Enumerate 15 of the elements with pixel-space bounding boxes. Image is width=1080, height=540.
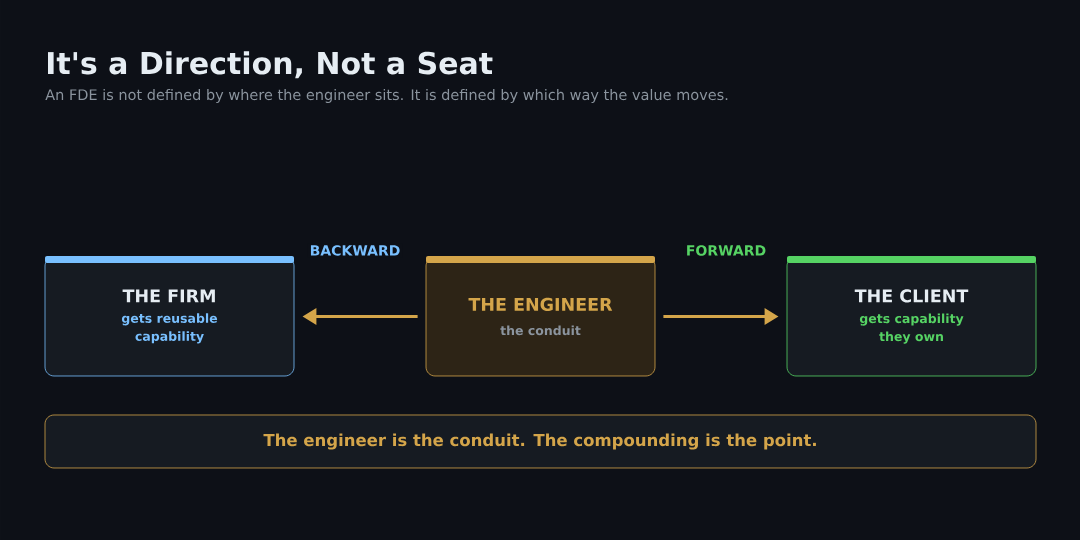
box-subtitle: the conduit: [500, 325, 581, 336]
box-subtitle: gets reusable capability: [121, 313, 218, 344]
banner: [44, 414, 1037, 469]
subtitle: An FDE is not defined by where the engineer sits. It is defined by which way the value moves.: [45, 88, 728, 103]
title: It's a Direction, Not a Seat: [47, 51, 493, 79]
card: [786, 256, 1037, 377]
card: [44, 256, 295, 377]
box-title: THE ENGINEER: [468, 297, 613, 312]
edge-label: FORWARD: [687, 245, 766, 256]
box-subtitle: gets capability they own: [859, 313, 964, 344]
edge-label: BACKWARD: [310, 245, 400, 256]
box-title: THE CLIENT: [854, 289, 969, 303]
banner-text: The engineer is the conduit. The compounding is the point.: [263, 433, 816, 450]
box-title: THE FIRM: [122, 289, 215, 303]
card: [425, 256, 656, 377]
